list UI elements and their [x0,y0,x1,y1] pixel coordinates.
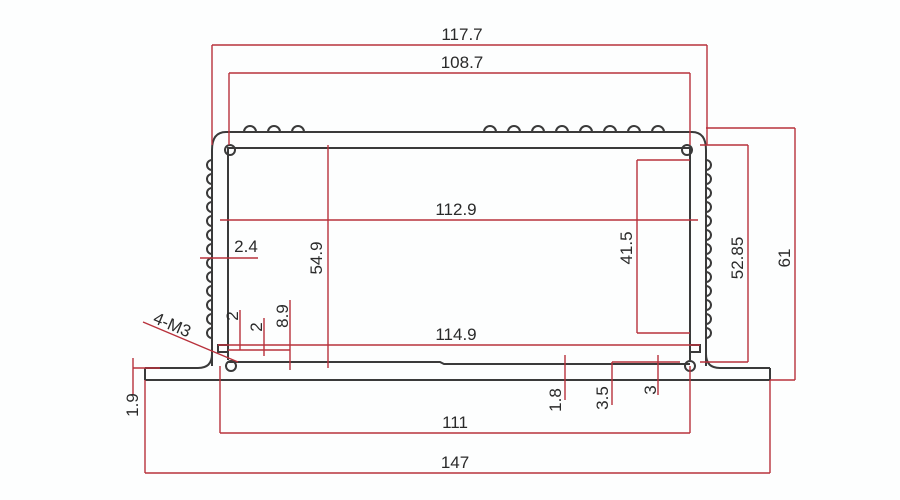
label-147: 147 [441,453,469,472]
label-114-9: 114.9 [435,325,476,344]
label-52-85: 52.85 [728,237,747,280]
label-1-9: 1.9 [123,393,142,417]
label-3-5: 3.5 [593,386,612,410]
label-117-7: 117.7 [441,25,482,44]
label-112-9: 112.9 [435,200,476,219]
label-41-5: 41.5 [617,231,636,264]
label-111: 111 [442,413,468,432]
label-2a: 2 [223,311,242,320]
label-1-8: 1.8 [546,388,565,412]
cooling-fins [206,125,712,339]
label-2b: 2 [247,322,266,331]
screw-hole-icon [681,144,693,156]
aluminum-profile-outline [144,125,771,381]
label-54-9: 54.9 [307,241,326,274]
screw-hole-icon [224,144,236,156]
label-108-7: 108.7 [441,53,484,72]
label-4-m3: 4-M3 [151,309,194,342]
label-2-4: 2.4 [234,237,258,256]
label-3: 3 [641,385,660,394]
dimension-lines [132,44,796,474]
screw-hole-icon [225,360,237,372]
label-61: 61 [775,249,794,268]
label-8-9: 8.9 [273,304,292,328]
